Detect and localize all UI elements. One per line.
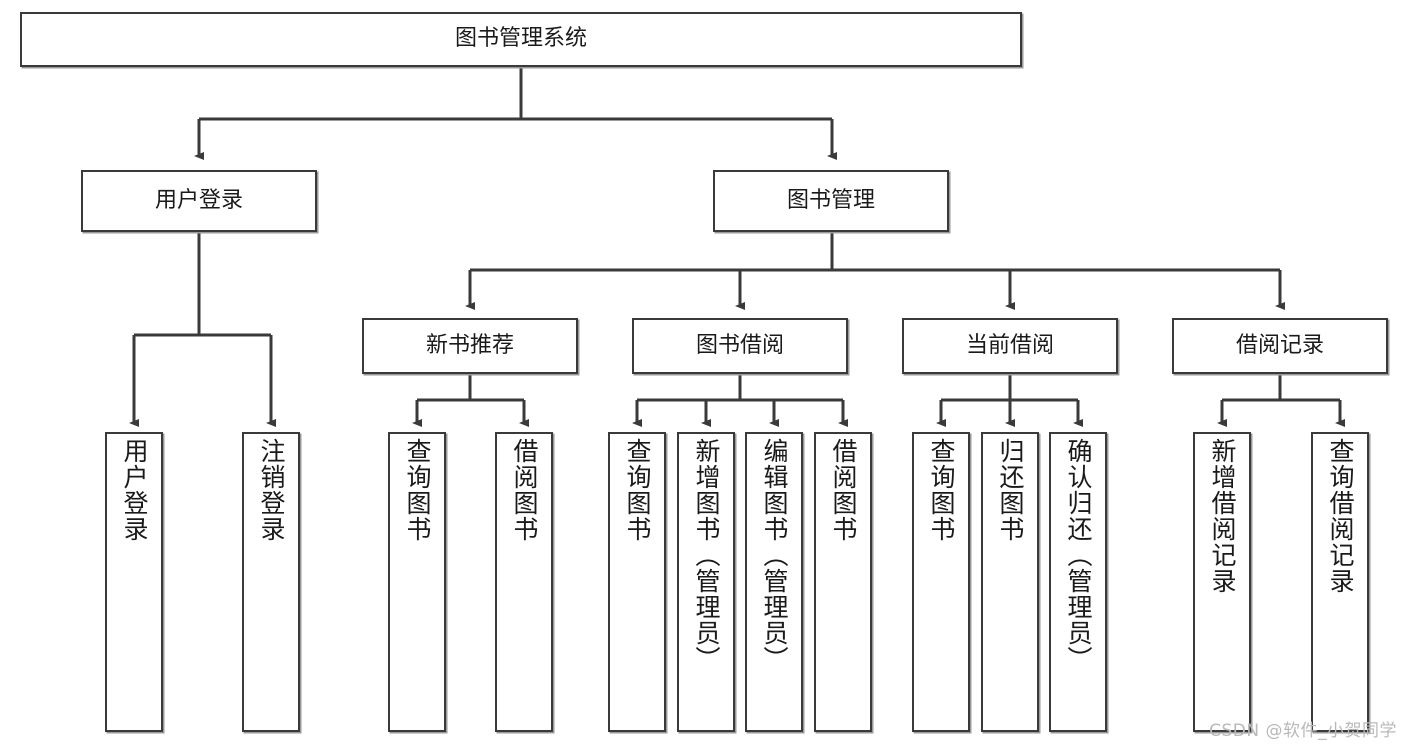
node-label: 查询图书 <box>927 438 956 542</box>
node-leaf-edit-book[interactable]: 编辑图书（管理员） <box>745 432 803 732</box>
node-leaf-borrow-book-new[interactable]: 借阅图书 <box>495 432 553 732</box>
node-leaf-user-logout[interactable]: 注销登录 <box>242 432 300 732</box>
node-current-borrow[interactable]: 当前借阅 <box>902 318 1118 374</box>
node-borrow-record[interactable]: 借阅记录 <box>1172 318 1388 374</box>
node-label: 用户登录 <box>154 187 243 213</box>
node-label: 图书管理系统 <box>454 26 587 52</box>
node-leaf-query-record[interactable]: 查询借阅记录 <box>1311 432 1369 732</box>
node-label: 图书借阅 <box>695 332 784 358</box>
node-label: 借阅图书 <box>829 438 858 542</box>
node-leaf-query-book-new[interactable]: 查询图书 <box>388 432 446 732</box>
node-label: 新书推荐 <box>425 332 514 358</box>
node-leaf-borrow-book[interactable]: 借阅图书 <box>814 432 872 732</box>
node-label: 编辑图书（管理员） <box>760 438 789 672</box>
node-new-book-recommend[interactable]: 新书推荐 <box>362 318 578 374</box>
node-book-management[interactable]: 图书管理 <box>713 170 949 232</box>
node-leaf-confirm-return[interactable]: 确认归还（管理员） <box>1049 432 1107 732</box>
node-leaf-query-book-borrow[interactable]: 查询图书 <box>608 432 666 732</box>
node-root-system[interactable]: 图书管理系统 <box>20 12 1022 67</box>
node-leaf-add-book[interactable]: 新增图书（管理员） <box>677 432 735 732</box>
node-leaf-add-record[interactable]: 新增借阅记录 <box>1193 432 1251 732</box>
node-label: 确认归还（管理员） <box>1064 438 1093 672</box>
node-leaf-return-book[interactable]: 归还图书 <box>981 432 1039 732</box>
node-label: 用户登录 <box>120 438 149 542</box>
node-user-login[interactable]: 用户登录 <box>81 170 317 232</box>
node-label: 查询图书 <box>623 438 652 542</box>
node-label: 查询图书 <box>403 438 432 542</box>
node-label: 归还图书 <box>996 438 1025 542</box>
node-label: 新增借阅记录 <box>1208 438 1237 594</box>
node-label: 图书管理 <box>786 187 875 213</box>
node-label: 注销登录 <box>257 438 286 542</box>
node-leaf-query-book-current[interactable]: 查询图书 <box>912 432 970 732</box>
csdn-watermark: CSDN @软件_小贺同学 <box>1209 721 1397 741</box>
node-label: 借阅图书 <box>510 438 539 542</box>
node-label: 查询借阅记录 <box>1326 438 1355 594</box>
node-book-borrow[interactable]: 图书借阅 <box>632 318 848 374</box>
node-label: 当前借阅 <box>965 332 1054 358</box>
node-label: 新增图书（管理员） <box>692 438 721 672</box>
node-label: 借阅记录 <box>1235 332 1324 358</box>
node-leaf-user-login[interactable]: 用户登录 <box>105 432 163 732</box>
